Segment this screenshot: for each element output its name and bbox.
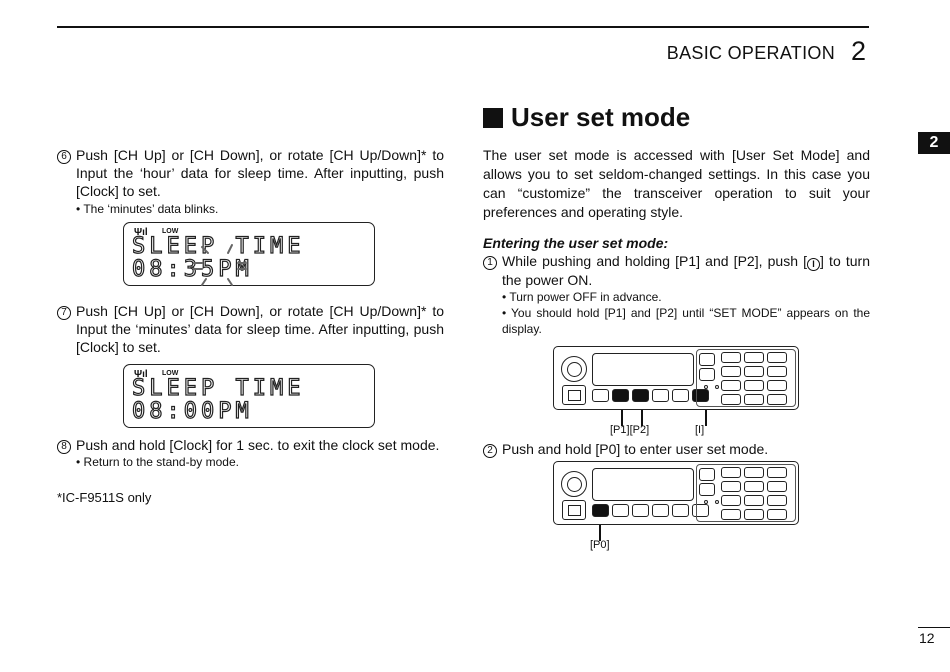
- subheading: Entering the user set mode:: [483, 235, 669, 251]
- diagram-callouts: [P0]: [553, 525, 799, 553]
- step-text-after: ] to turn the power ON.: [502, 253, 870, 288]
- step-6: 6 Push [CH Up] or [CH Down], or rotate […: [57, 146, 444, 200]
- lcd-line-1: SLEEP TIME: [131, 375, 305, 401]
- antenna-icon: Ψıl: [134, 227, 148, 238]
- left-column: 6 Push [CH Up] or [CH Down], or rotate […: [57, 146, 444, 507]
- step-number: 2: [483, 444, 497, 458]
- chapter-number: 2: [851, 36, 867, 66]
- callout-power: [I]: [695, 424, 705, 436]
- mic-jack-icon: [562, 385, 586, 405]
- key-p1-icon: [612, 504, 629, 517]
- footnote: *IC-F9511S only: [57, 490, 152, 505]
- side-key-icon: [699, 368, 715, 381]
- side-key-icon: [699, 353, 715, 366]
- keypad-icon: [721, 352, 787, 405]
- transceiver-panel-diagram: [553, 346, 799, 410]
- key-p4-icon: [672, 389, 689, 402]
- lcd-line-2: 08:00PM: [131, 398, 253, 424]
- lcd-display-minutes: Ψıl LOW SLEEP TIME 08:00PM: [123, 364, 375, 428]
- step-2: 2 Push and hold [P0] to enter user set m…: [483, 440, 870, 458]
- lcd-display-hour: Ψıl LOW SLEEP TIME 08:35PM: [123, 222, 375, 286]
- radio-display-icon: [592, 353, 694, 386]
- side-key-icon: [699, 468, 715, 481]
- volume-knob-icon: [561, 471, 587, 497]
- bullet-note: • The ‘minutes’ data blinks.: [76, 202, 219, 216]
- lcd-line-2: 08:35PM: [131, 256, 253, 282]
- step-number: 6: [57, 150, 71, 164]
- section-title: BASIC OPERATION: [666, 43, 835, 63]
- step-8: 8 Push and hold [Clock] for 1 sec. to ex…: [57, 436, 444, 454]
- step-number: 7: [57, 306, 71, 320]
- heading-text: User set mode: [511, 102, 691, 132]
- top-rule: [57, 26, 869, 28]
- key-p0-icon: [592, 504, 609, 517]
- front-keys: [592, 389, 709, 402]
- keypad-icon: [721, 467, 787, 520]
- step-number: 8: [57, 440, 71, 454]
- bullet-note: • Turn power OFF in advance.: [502, 290, 662, 304]
- key-p2-icon: [632, 389, 649, 402]
- chapter-side-tab: 2: [918, 132, 950, 154]
- low-indicator: LOW: [162, 228, 179, 235]
- step-text: Push [CH Up] or [CH Down], or rotate [CH…: [76, 147, 444, 199]
- antenna-icon: Ψıl: [134, 369, 148, 380]
- callout-p1-p2: [P1][P2]: [610, 424, 650, 436]
- step-1: 1 While pushing and holding [P1] and [P2…: [483, 252, 870, 289]
- callout-p0: [P0]: [590, 539, 610, 551]
- keypad-frame: [696, 349, 796, 407]
- diagram-callouts: [P1][P2] [I]: [553, 410, 799, 438]
- radio-display-icon: [592, 468, 694, 501]
- led-indicators-icon: [704, 500, 719, 504]
- key-p0-icon: [592, 389, 609, 402]
- step-text-before: While pushing and holding [P1] and [P2],…: [502, 253, 808, 269]
- page-number: 12: [919, 630, 935, 646]
- step-text: Push and hold [P0] to enter user set mod…: [502, 441, 769, 457]
- step-7: 7 Push [CH Up] or [CH Down], or rotate […: [57, 302, 444, 356]
- front-keys: [592, 504, 709, 517]
- low-indicator: LOW: [162, 370, 179, 377]
- step-text: Push and hold [Clock] for 1 sec. to exit…: [76, 437, 440, 453]
- intro-paragraph: The user set mode is accessed with [User…: [483, 147, 870, 220]
- side-key-icon: [699, 483, 715, 496]
- key-p4-icon: [672, 504, 689, 517]
- transceiver-panel-diagram: [553, 461, 799, 525]
- step-text: Push [CH Up] or [CH Down], or rotate [CH…: [76, 303, 444, 355]
- volume-knob-icon: [561, 356, 587, 382]
- key-p3-icon: [652, 504, 669, 517]
- key-p2-icon: [632, 504, 649, 517]
- right-column: User set mode The user set mode is acces…: [483, 102, 870, 553]
- blink-marks-icon: [193, 244, 247, 286]
- lcd-line-1: SLEEP TIME: [131, 233, 305, 259]
- bullet-note: • Return to the stand-by mode.: [76, 455, 239, 469]
- key-p1-icon: [612, 389, 629, 402]
- bullet-note: • You should hold [P1] and [P2] until “S…: [502, 306, 870, 336]
- keypad-frame: [696, 464, 796, 522]
- section-heading: User set mode: [483, 102, 870, 133]
- heading-square-icon: [483, 107, 503, 128]
- power-icon: I: [807, 258, 821, 271]
- step-number: 1: [483, 256, 497, 270]
- mic-jack-icon: [562, 500, 586, 520]
- key-p3-icon: [652, 389, 669, 402]
- bottom-rule: [918, 627, 950, 628]
- led-indicators-icon: [704, 385, 719, 389]
